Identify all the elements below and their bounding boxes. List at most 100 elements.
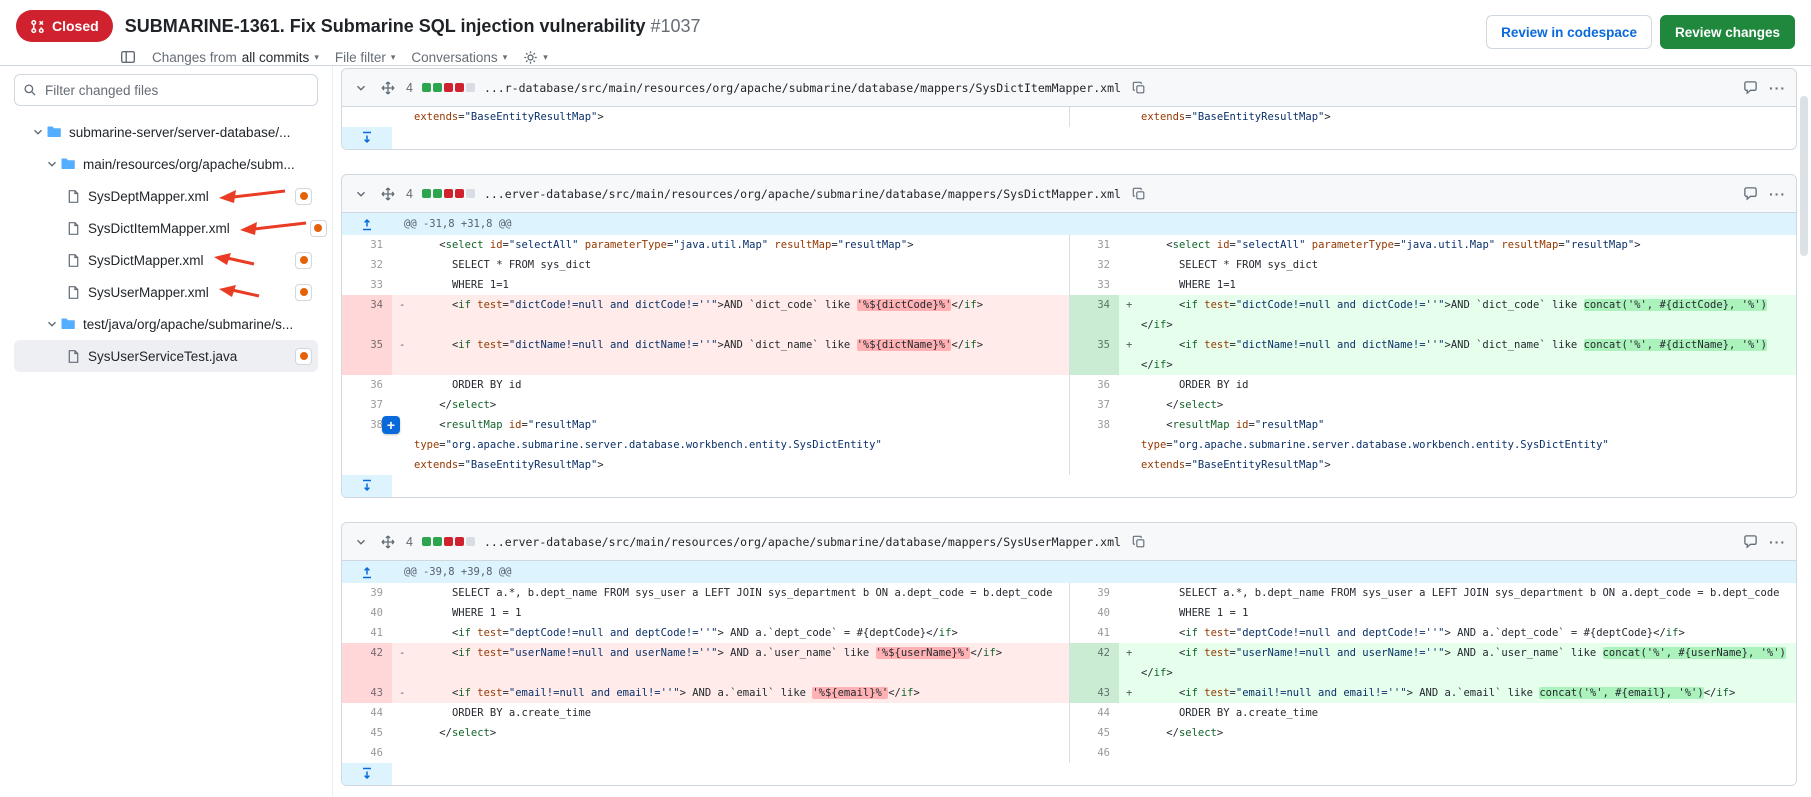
line-number[interactable]: 40 <box>370 607 383 619</box>
copy-path-icon[interactable] <box>1130 79 1148 97</box>
expand-down-button[interactable] <box>342 475 392 497</box>
line-number[interactable]: 35 <box>342 335 392 375</box>
line-number[interactable]: 46 <box>370 747 383 759</box>
diff-body: @@ -31,8 +31,8 @@31 <select id="selectAl… <box>342 213 1796 497</box>
line-number[interactable]: 42 <box>342 643 392 683</box>
line-number[interactable]: 31 <box>1069 235 1119 255</box>
add-comment-plus-button[interactable]: + <box>382 416 400 434</box>
tree-folder-main-resources-org-apache-subm-[interactable]: main/resources/org/apache/subm... <box>14 148 318 180</box>
line-number[interactable]: 32 <box>370 259 383 271</box>
diff-settings-gear[interactable]: ▾ <box>523 50 548 65</box>
copy-path-icon[interactable] <box>1130 533 1148 551</box>
line-number[interactable]: 34 <box>1069 295 1119 335</box>
code-line: + <if test="userName!=null and userName!… <box>1119 643 1796 683</box>
comment-icon[interactable] <box>1741 532 1760 551</box>
collapse-file-chevron-icon[interactable] <box>352 79 370 97</box>
conversations-dropdown[interactable]: Conversations ▾ <box>411 50 507 65</box>
tree-folder-submarine-server-server-database-[interactable]: submarine-server/server-database/... <box>14 116 318 148</box>
drag-handle-icon[interactable] <box>379 79 397 97</box>
expand-down-button[interactable] <box>342 127 392 149</box>
code-line: </select> <box>1166 399 1224 411</box>
pr-title: SUBMARINE-1361. Fix Submarine SQL inject… <box>124 15 701 36</box>
code-line: <resultMap id="resultMap" type="org.apac… <box>1141 419 1609 471</box>
modified-status-icon[interactable] <box>295 283 312 301</box>
collapse-file-chevron-icon[interactable] <box>352 185 370 203</box>
line-number[interactable]: 46 <box>1069 743 1119 763</box>
annotation-arrow <box>217 283 263 301</box>
modified-status-icon[interactable] <box>309 219 327 237</box>
filter-changed-files-input[interactable] <box>14 74 318 106</box>
tree-file-sysdictitemmapper-xml[interactable]: SysDictItemMapper.xml <box>14 212 327 244</box>
drag-handle-icon[interactable] <box>379 533 397 551</box>
file-filter-dropdown[interactable]: File filter ▾ <box>335 50 396 65</box>
modified-status-icon[interactable] <box>295 347 312 365</box>
code-line: ORDER BY id <box>414 379 522 391</box>
line-number[interactable]: 33 <box>1069 275 1119 295</box>
tree-file-sysdictmapper-xml[interactable]: SysDictMapper.xml <box>14 244 318 276</box>
modified-dot <box>299 288 308 296</box>
collapse-file-chevron-icon[interactable] <box>352 533 370 551</box>
tree-file-sysdeptmapper-xml[interactable]: SysDeptMapper.xml <box>14 180 318 212</box>
line-number[interactable]: 42 <box>1069 643 1119 683</box>
drag-handle-icon[interactable] <box>379 185 397 203</box>
diff-row: 35- <if test="dictName!=null and dictNam… <box>342 335 1796 375</box>
file-tree-toggle-icon[interactable] <box>120 49 136 65</box>
line-number[interactable]: 39 <box>370 587 383 599</box>
line-number[interactable]: 44 <box>1069 703 1119 723</box>
diff-sign: - <box>399 687 406 699</box>
commits-range-value: all commits <box>241 49 310 65</box>
code-line: SELECT a.*, b.dept_name FROM sys_user a … <box>414 587 1053 599</box>
code-line: + <if test="dictName!=null and dictName!… <box>1119 335 1796 375</box>
line-number[interactable]: 44 <box>370 707 383 719</box>
diff-file-card-2: 4...erver-database/src/main/resources/or… <box>341 522 1797 786</box>
line-number[interactable]: 36 <box>370 379 383 391</box>
diff-row: 34- <if test="dictCode!=null and dictCod… <box>342 295 1796 335</box>
copy-path-icon[interactable] <box>1130 185 1148 203</box>
line-number[interactable]: 41 <box>370 627 383 639</box>
line-number[interactable] <box>342 107 392 127</box>
code-line: - <if test="email!=null and email!=''"> … <box>392 683 1069 703</box>
line-number[interactable]: 43 <box>1069 683 1119 703</box>
tree-folder-test-java-org-apache-submarine-s-[interactable]: test/java/org/apache/submarine/s... <box>14 308 318 340</box>
diff-file-header: 4...erver-database/src/main/resources/or… <box>342 175 1796 213</box>
line-number[interactable]: 38 <box>370 419 383 431</box>
line-number[interactable]: 36 <box>1069 375 1119 395</box>
modified-dot <box>299 192 308 200</box>
code-line: <select id="selectAll" parameterType="ja… <box>439 239 914 251</box>
changes-from-dropdown[interactable]: Changes from all commits ▾ <box>152 50 319 65</box>
line-number[interactable]: 38 <box>1069 415 1119 475</box>
line-number[interactable]: 34 <box>342 295 392 335</box>
line-number[interactable]: 37 <box>370 399 383 411</box>
line-number[interactable]: 40 <box>1069 603 1119 623</box>
tree-file-sysuserservicetest-java[interactable]: SysUserServiceTest.java <box>14 340 318 372</box>
kebab-menu-icon[interactable]: ··· <box>1769 185 1786 202</box>
expand-up-button[interactable] <box>342 213 392 235</box>
line-number[interactable]: 33 <box>370 279 383 291</box>
line-number[interactable]: 41 <box>1069 623 1119 643</box>
line-number[interactable]: 31 <box>370 239 383 251</box>
review-in-codespace-button[interactable]: Review in codespace <box>1486 15 1652 49</box>
comment-icon[interactable] <box>1741 78 1760 97</box>
expand-strip <box>342 127 1796 149</box>
review-changes-button[interactable]: Review changes <box>1659 15 1795 49</box>
scrollbar-thumb[interactable] <box>1800 96 1808 256</box>
modified-status-icon[interactable] <box>295 187 312 205</box>
modified-status-icon[interactable] <box>295 251 312 269</box>
line-number[interactable]: 43 <box>342 683 392 703</box>
kebab-menu-icon[interactable]: ··· <box>1769 533 1786 550</box>
kebab-menu-icon[interactable]: ··· <box>1769 79 1786 96</box>
expand-up-button[interactable] <box>342 561 392 583</box>
tree-file-sysusermapper-xml[interactable]: SysUserMapper.xml <box>14 276 318 308</box>
line-number[interactable]: 45 <box>370 727 383 739</box>
expand-down-button[interactable] <box>342 763 392 785</box>
line-number[interactable]: 37 <box>1069 395 1119 415</box>
line-number[interactable]: 45 <box>1069 723 1119 743</box>
line-number[interactable]: 32 <box>1069 255 1119 275</box>
chevron-down-icon: ▾ <box>390 51 396 62</box>
hunk-row: @@ -39,8 +39,8 @@ <box>342 561 1796 583</box>
line-number[interactable] <box>1069 107 1119 127</box>
line-number[interactable]: 39 <box>1069 583 1119 603</box>
comment-icon[interactable] <box>1741 184 1760 203</box>
line-number[interactable]: 35 <box>1069 335 1119 375</box>
